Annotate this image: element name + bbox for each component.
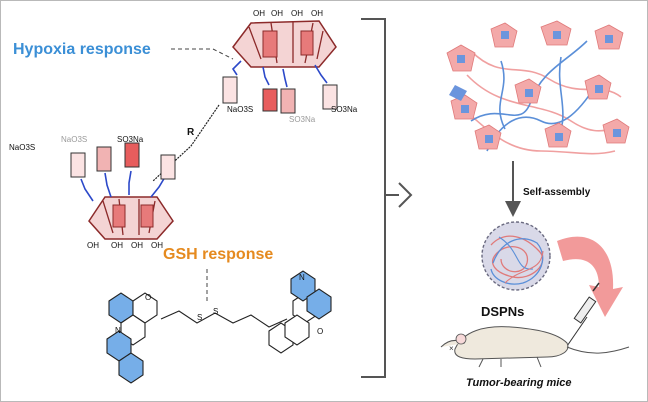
oh-label: OH [151, 241, 163, 250]
atom-label: N [115, 326, 121, 335]
oh-label: OH [271, 9, 283, 18]
lower-azo-chains [80, 170, 166, 202]
sulfonate-label: SO3Na [289, 115, 316, 124]
gsh-response-label: GSH response [163, 246, 274, 263]
lower-calixarene [88, 196, 174, 240]
syringe-icon [564, 282, 600, 350]
sulfonate-label: NaO3S [9, 143, 36, 152]
atom-label: S [197, 313, 203, 322]
dspns-label: DSPNs [481, 304, 525, 319]
atom-label: S [213, 307, 219, 316]
oh-label: OH [253, 9, 265, 18]
mouse-icon: × [440, 326, 630, 368]
sulfonate-label: NaO3S [61, 135, 88, 144]
oh-label: OH [131, 241, 143, 250]
network-icon [446, 20, 630, 155]
upper-phenyl-rings [222, 76, 338, 114]
camptothecin-left [106, 292, 158, 384]
disulfide-linker [160, 310, 288, 328]
hypoxia-response-label: Hypoxia response [13, 41, 151, 58]
sulfonate-label: SO3Na [117, 135, 144, 144]
lower-phenyl-rings [70, 142, 176, 180]
oh-label: OH [291, 9, 303, 18]
atom-label: O [317, 327, 324, 336]
sulfonate-label: SO3Na [331, 105, 358, 114]
upper-calixarene [232, 20, 337, 68]
oh-label: OH [87, 241, 99, 250]
oh-label: OH [111, 241, 123, 250]
nanoparticle-icon [481, 221, 551, 291]
r-group-label: R [187, 127, 195, 138]
sulfonate-label: NaO3S [227, 105, 254, 114]
self-assembly-label: Self-assembly [523, 187, 591, 198]
tumor-bearing-mice-label: Tumor-bearing mice [466, 377, 572, 389]
camptothecin-right [268, 270, 332, 354]
svg-text:×: × [449, 344, 454, 353]
bracket-icon [361, 18, 399, 378]
atom-label: N [299, 273, 305, 282]
oh-label: OH [311, 9, 323, 18]
curved-arrow-icon [557, 236, 623, 317]
bracket-arrowhead [398, 182, 413, 208]
atom-label: O [145, 293, 152, 302]
upper-azo-chains [231, 60, 328, 88]
hypoxia-pointer [171, 48, 234, 60]
